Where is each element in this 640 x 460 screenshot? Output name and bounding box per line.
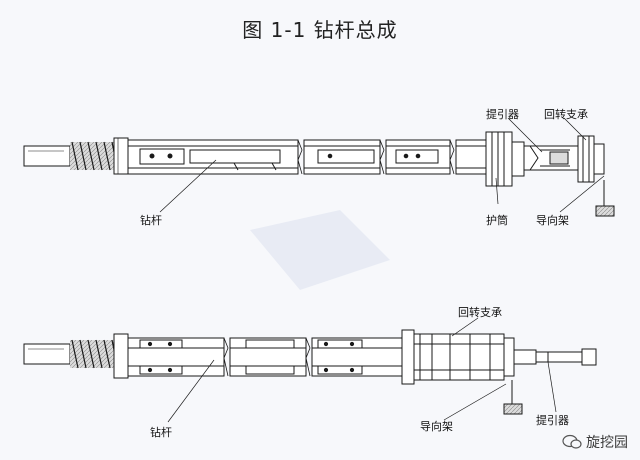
top-swivel-bearing [577,135,605,183]
bottom-puller-label: 提引器 [536,414,569,427]
bottom-spring [70,339,117,369]
figure-title: 图 1-1 钻杆总成 [242,18,398,42]
bottom-rod-segment-3 [311,337,403,377]
top-assembly [23,131,615,217]
background-watermark-shape [250,210,390,290]
top-puller-label: 提引器 [486,108,519,121]
top-collar [113,137,129,175]
bottom-guide-frame [503,380,523,415]
bottom-rod-segment-2 [229,337,307,377]
top-rod-segment-4 [455,139,487,175]
bottom-swivel-bearing [401,329,515,385]
top-drive-end [23,145,71,167]
chat-bubble-icon [562,434,582,449]
watermark-text: 旋挖园 [586,435,628,451]
top-spring [70,141,117,171]
bottom-assembly [23,329,597,415]
top-guard-tube [485,131,525,187]
bottom-collar [113,333,129,379]
top-rod-segment-1 [127,139,299,175]
top-puller [523,145,579,171]
bottom-drive-end [23,343,71,365]
top-guide-frame [595,180,615,217]
top-guard-tube-label: 护筒 [486,214,508,227]
bottom-swivel-bearing-label: 回转支承 [458,306,502,319]
top-rod-segment-2 [303,139,381,175]
watermark: 旋挖园 [562,432,628,452]
top-swivel-bearing-label: 回转支承 [544,108,588,121]
top-leader-lines [159,117,605,213]
top-drill-rod-label: 钻杆 [140,214,162,227]
top-rod-segment-3 [385,139,451,175]
bottom-leader-lines [167,317,557,423]
top-guide-frame-label: 导向架 [536,214,569,227]
bottom-rod [127,337,225,377]
bottom-guide-frame-label: 导向架 [420,420,453,433]
bottom-puller [513,348,597,366]
bottom-drill-rod-label: 钻杆 [150,426,172,439]
